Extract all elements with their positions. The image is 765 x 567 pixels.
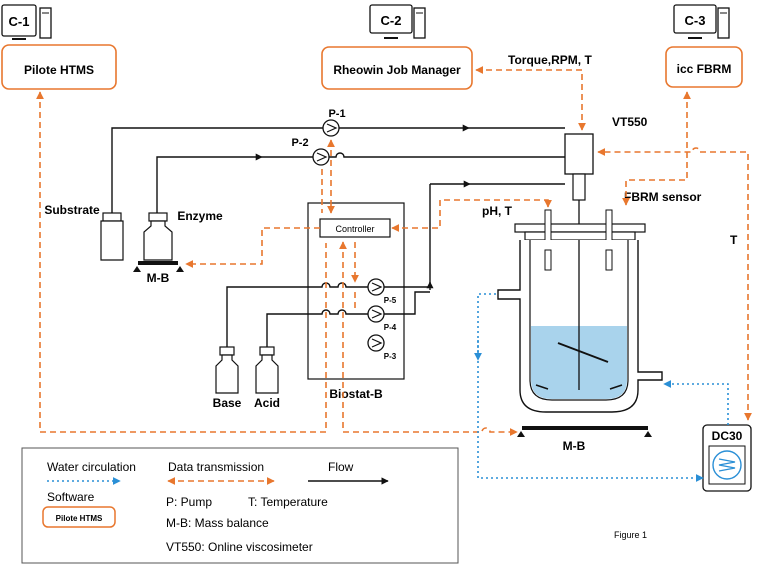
mass-balance-left bbox=[133, 261, 184, 272]
biostat-label: Biostat-B bbox=[329, 387, 383, 401]
computer-c1-id: C-1 bbox=[9, 14, 30, 29]
legend-temperature: T: Temperature bbox=[248, 495, 328, 509]
legend-water-label: Water circulation bbox=[47, 460, 136, 474]
computer-c2: C-2 bbox=[369, 4, 426, 39]
software-box-c3: icc FBRM bbox=[665, 46, 743, 88]
figure-label: Figure 1 bbox=[614, 530, 647, 540]
substrate-bottle bbox=[100, 212, 124, 261]
legend: Water circulation Data transmission Flow… bbox=[21, 447, 459, 564]
pump-p1-label: P-1 bbox=[328, 108, 345, 120]
computer-c3: C-3 bbox=[673, 4, 730, 39]
acid-label: Acid bbox=[254, 396, 280, 410]
torque-label: Torque,RPM, T bbox=[508, 53, 592, 67]
base-label: Base bbox=[213, 396, 242, 410]
reactor bbox=[497, 133, 663, 437]
t-right-label: T bbox=[730, 233, 738, 247]
legend-data-label: Data transmission bbox=[168, 460, 264, 474]
pump-p5-label: P-5 bbox=[384, 296, 397, 305]
base-bottle bbox=[215, 346, 239, 394]
software-c2-label: Rheowin Job Manager bbox=[333, 63, 461, 77]
water-lines bbox=[474, 293, 729, 482]
pump-p2: P-2 bbox=[291, 137, 330, 166]
software-box-c1: Pilote HTMS bbox=[1, 44, 117, 90]
dc30-unit: DC30 bbox=[702, 424, 752, 492]
mb-left-label: M-B bbox=[147, 271, 170, 285]
legend-vt550: VT550: Online viscosimeter bbox=[166, 540, 313, 554]
computer-c3-id: C-3 bbox=[685, 13, 706, 28]
fbrm-sensor-label: FBRM sensor bbox=[624, 190, 702, 204]
legend-flow-label: Flow bbox=[328, 460, 354, 474]
data-lines bbox=[36, 66, 752, 436]
ph-t-label: pH, T bbox=[482, 204, 513, 218]
pump-p1: P-1 bbox=[322, 108, 346, 137]
enzyme-label: Enzyme bbox=[177, 209, 223, 223]
dc30-label: DC30 bbox=[712, 429, 743, 443]
computer-c2-id: C-2 bbox=[381, 13, 402, 28]
legend-mass-balance: M-B: Mass balance bbox=[166, 516, 269, 530]
legend-software-label: Software bbox=[47, 490, 95, 504]
legend-software-swatch bbox=[42, 506, 116, 528]
acid-bottle bbox=[255, 346, 279, 394]
vt550-label: VT550 bbox=[612, 115, 648, 129]
computer-c1: C-1 bbox=[1, 4, 52, 40]
pump-p2-label: P-2 bbox=[291, 137, 308, 149]
controller-box: Controller bbox=[319, 218, 391, 238]
software-c1-label: Pilote HTMS bbox=[24, 63, 94, 77]
substrate-label: Substrate bbox=[44, 203, 100, 217]
controller-label: Controller bbox=[335, 224, 374, 234]
legend-pump: P: Pump bbox=[166, 495, 212, 509]
enzyme-bottle bbox=[143, 212, 173, 261]
mb-reactor-label: M-B bbox=[563, 439, 586, 453]
legend-software-example: Pilote HTMS bbox=[56, 514, 103, 523]
pump-p3-label: P-3 bbox=[384, 352, 397, 361]
software-c3-label: icc FBRM bbox=[677, 62, 732, 76]
pump-p4-label: P-4 bbox=[384, 323, 397, 332]
software-box-c2: Rheowin Job Manager bbox=[321, 46, 473, 90]
